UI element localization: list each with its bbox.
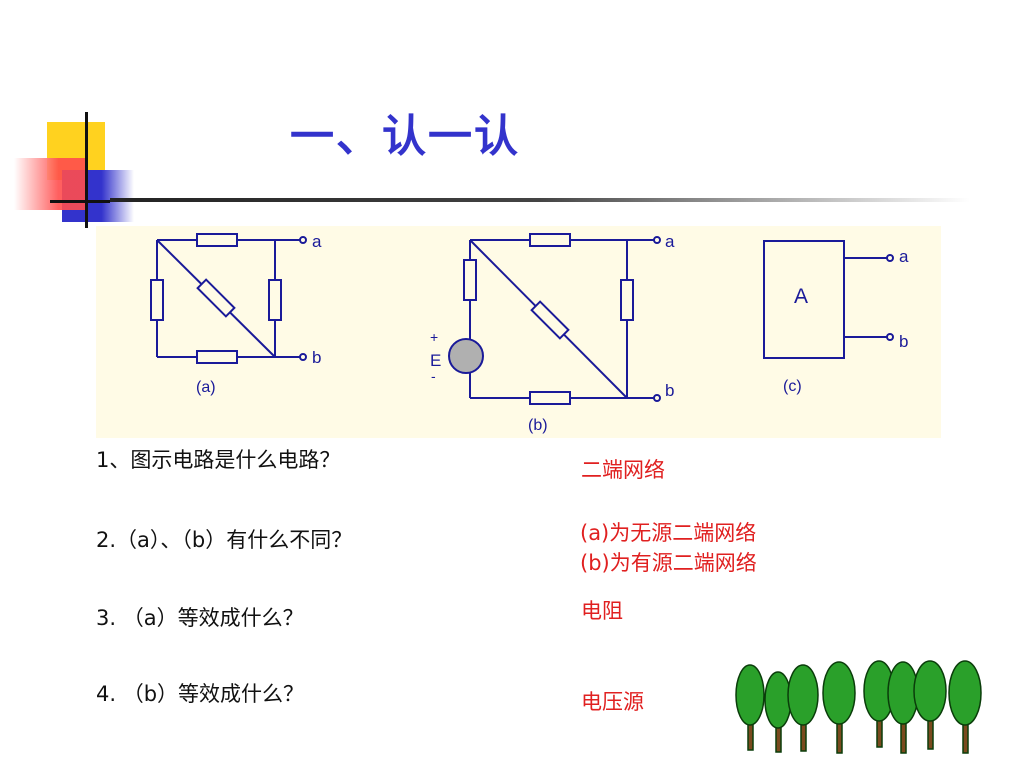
resistor-b-diagonal [530,300,570,340]
tree-icon [822,661,856,754]
label-b-terminal-bottom: b [665,381,674,400]
circuit-b [448,233,661,405]
terminal-c-top [886,254,894,262]
trees-illustration [735,660,982,754]
terminal-a-bottom [299,353,307,361]
resistor-b-top [529,233,571,247]
decor-short-line [50,200,110,203]
caption-c: (c) [783,378,802,395]
tree-icon [735,664,765,751]
answer-4: 电压源 [581,690,644,714]
source-plus-sign: + [430,329,438,345]
terminal-b-top [653,236,661,244]
tree-icon [887,661,919,754]
circuit-c [763,240,894,359]
label-c-terminal-top: a [899,247,909,266]
terminal-a-top [299,236,307,244]
resistor-b-bottom [529,391,571,405]
decor-vertical-line [85,112,88,228]
resistor-a-top [196,233,238,247]
label-c-terminal-bottom: b [899,332,908,351]
resistor-b-right [620,279,634,321]
source-minus-sign: - [431,368,436,384]
resistor-a-diagonal [196,278,236,318]
answer-3: 电阻 [581,599,623,623]
terminal-b-bottom [653,394,661,402]
label-b-terminal-top: a [665,232,675,251]
answer-1: 二端网络 [581,458,665,482]
question-4: 4. （b）等效成什么？ [96,682,305,706]
circuit-diagram-panel [96,226,941,438]
slide-title: 一、认一认 [290,111,520,162]
tree-icon [948,660,982,754]
box-label-a: A [794,285,808,308]
question-1: 1、图示电路是什么电路？ [96,448,341,472]
answer-2a: (a)为无源二端网络 [580,521,757,545]
source-label-e: E [430,351,441,370]
caption-b: (b) [528,417,548,434]
decor-corner [0,0,160,230]
terminal-c-bottom [886,333,894,341]
question-2: 2.（a）、（b）有什么不同？ [96,528,353,552]
resistor-a-left [150,279,164,321]
title-underline [110,198,970,202]
question-3: 3. （a）等效成什么？ [96,606,304,630]
resistor-b-left [463,259,477,301]
tree-icon [787,664,819,752]
label-a-terminal-top: a [312,232,322,251]
tree-icon [764,671,792,753]
resistor-a-bottom [196,350,238,364]
circuit-a [150,233,307,364]
tree-icon [913,660,947,750]
caption-a: (a) [196,379,216,396]
resistor-a-right [268,279,282,321]
label-a-terminal-bottom: b [312,348,321,367]
network-box-a [763,240,845,359]
voltage-source-e [448,338,484,374]
answer-2b: (b)为有源二端网络 [580,551,757,575]
